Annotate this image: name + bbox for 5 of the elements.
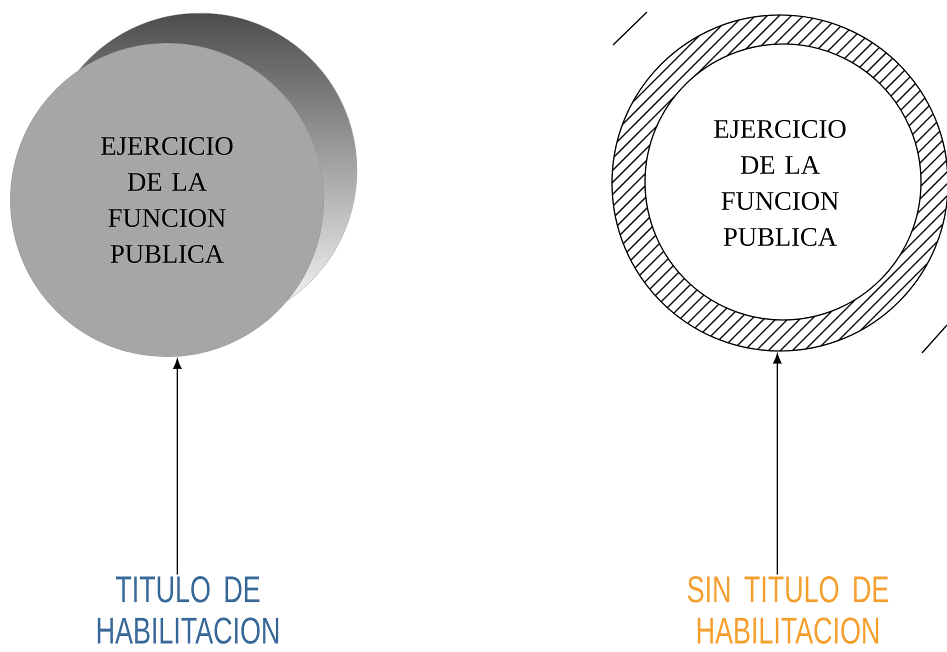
arrow <box>173 358 182 574</box>
arrow <box>773 354 782 574</box>
label-text: TITULO DE HABILITACION <box>98 576 278 644</box>
circle-node: EJERCICIO DE LA FUNCION PUBLICA <box>10 43 324 357</box>
label-text: SIN TITULO DE HABILITACION <box>688 576 888 644</box>
